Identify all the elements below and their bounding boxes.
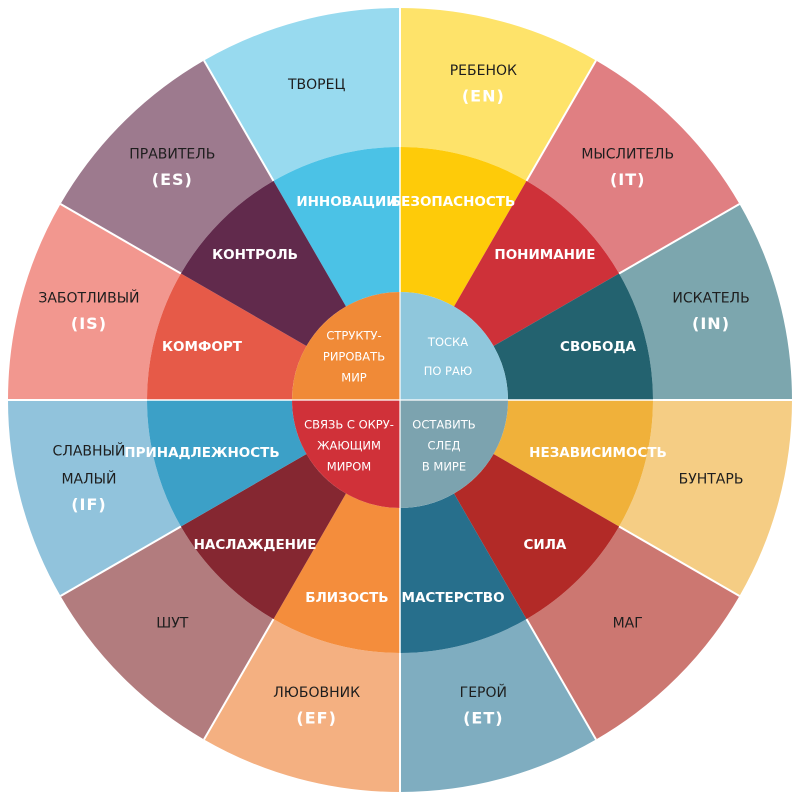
core-text-structure: РИРОВАТЬ [323, 350, 385, 364]
outer-sector-thinker [526, 60, 740, 274]
motive-label-control: КОНТРОЛЬ [212, 247, 298, 263]
motive-label-independence: НЕЗАВИСИМОСТЬ [529, 445, 667, 461]
outer-divider [525, 618, 597, 740]
outer-sector-rebel [619, 400, 792, 596]
archetype-name-lover: ЛЮБОВНИК [273, 685, 360, 701]
core-circle [292, 292, 508, 508]
archetype-code-lover: (EF) [296, 709, 336, 728]
core-text-connection: СВЯЗЬ С ОКРУ- [304, 418, 394, 432]
core-quadrant-structure [292, 292, 400, 400]
outer-divider [203, 60, 275, 182]
core-text-legacy: В МИРЕ [422, 460, 466, 474]
motive-label-pleasure: НАСЛАЖДЕНИЕ [194, 537, 317, 553]
motive-label-safety: БЕЗОПАСНОСТЬ [391, 194, 515, 210]
archetype-name-seeker: ИСКАТЕЛЬ [672, 291, 749, 307]
motive-label-belonging: ПРИНАДЛЕЖНОСТЬ [124, 445, 279, 461]
archetype-name-child: РЕБЕНОК [450, 63, 517, 79]
middle-sector-belonging [147, 400, 307, 527]
archetype-code-hero: (ET) [463, 709, 503, 728]
outer-sector-seeker [619, 204, 792, 400]
archetype-name-caregiver: ЗАБОТЛИВЫЙ [38, 289, 139, 307]
outer-divider [60, 525, 182, 597]
middle-sector-power [454, 454, 620, 620]
outer-sector-caregiver [8, 204, 181, 400]
archetype-name-everyman: СЛАВНЫЙ [53, 441, 126, 459]
motive-label-understanding: ПОНИМАНИЕ [494, 247, 595, 263]
middle-sector-mastery [400, 493, 527, 653]
motive-label-intimacy: БЛИЗОСТЬ [305, 590, 388, 606]
archetype-name-jester: ШУТ [156, 616, 189, 632]
motive-label-power: СИЛА [524, 537, 567, 553]
middle-sector-freedom [493, 273, 653, 400]
archetype-name-ruler: ПРАВИТЕЛЬ [129, 146, 215, 162]
motive-label-comfort: КОМФОРТ [162, 339, 243, 355]
outer-sector-jester [60, 526, 274, 740]
core-text-structure: МИР [341, 371, 367, 385]
middle-sector-innovation [273, 147, 400, 307]
outer-sector-child [400, 8, 596, 181]
core-quadrant-legacy [400, 400, 508, 508]
core-text-paradise: ПО РАЮ [424, 364, 473, 378]
ring-dividers [8, 8, 792, 792]
archetype-name-everyman: МАЛЫЙ [61, 469, 116, 487]
middle-sector-pleasure [180, 454, 346, 620]
archetype-name-thinker: МЫСЛИТЕЛЬ [581, 146, 674, 162]
middle-sector-control [180, 180, 346, 346]
outer-sector-magician [526, 526, 740, 740]
archetype-code-seeker: (IN) [692, 314, 730, 333]
middle-sector-understanding [454, 180, 620, 346]
outer-divider [525, 60, 597, 182]
core-text-connection: МИРОМ [327, 460, 371, 474]
archetype-code-everyman: (IF) [71, 495, 107, 514]
middle-sector-independence [493, 400, 653, 527]
archetype-name-creator: ТВОРЕЦ [287, 77, 345, 93]
archetype-code-caregiver: (IS) [71, 314, 107, 333]
motive-label-mastery: МАСТЕРСТВО [402, 590, 505, 606]
middle-sector-safety [400, 147, 527, 307]
middle-ring [147, 147, 653, 653]
outer-sector-creator [204, 8, 400, 181]
middle-sector-comfort [147, 273, 307, 400]
outer-sector-ruler [60, 60, 274, 274]
motive-label-freedom: СВОБОДА [560, 339, 636, 355]
archetype-name-rebel: БУНТАРЬ [679, 471, 744, 487]
wheel-labels: ТВОРЕЦ РЕБЕНОК (EN) МЫСЛИТЕЛЬ (IT) ИСКАТЕЛЬ (I… [38, 63, 749, 728]
archetype-name-hero: ГЕРОЙ [460, 683, 507, 701]
outer-sector-lover [204, 619, 400, 792]
archetype-code-child: (EN) [462, 86, 505, 105]
archetype-code-thinker: (IT) [610, 170, 646, 189]
core-quadrant-paradise [400, 292, 508, 400]
outer-sector-everyman [8, 400, 181, 596]
core-text-legacy: ОСТАВИТЬ [412, 418, 475, 432]
archetype-name-magician: МАГ [613, 616, 643, 632]
core-quadrant-connection [292, 400, 400, 508]
core-text-paradise: ТОСКА [427, 335, 468, 349]
outer-divider [618, 525, 740, 597]
outer-sector-hero [400, 619, 596, 792]
outer-divider [203, 618, 275, 740]
motive-label-innovation: ИННОВАЦИИ [296, 194, 397, 210]
outer-divider [618, 203, 740, 275]
archetype-code-ruler: (ES) [152, 170, 193, 189]
outer-divider [60, 203, 182, 275]
core-text-connection: ЖАЮЩИМ [317, 439, 381, 453]
core-text-legacy: СЛЕД [428, 439, 461, 453]
core-text-structure: СТРУКТУ- [326, 329, 381, 343]
outer-ring [8, 8, 792, 792]
middle-sector-intimacy [273, 493, 400, 653]
